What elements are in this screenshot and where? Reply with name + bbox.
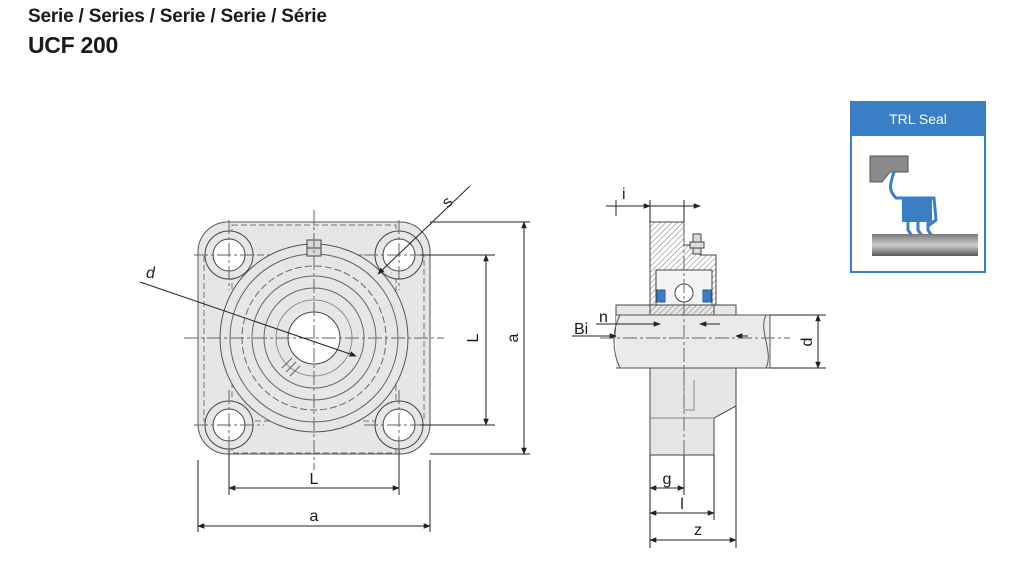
side-dimensions <box>572 200 826 548</box>
label-s: s <box>439 194 457 212</box>
seal-card: TRL Seal <box>850 101 986 273</box>
seal-title: TRL Seal <box>852 103 984 136</box>
label-i: i <box>622 186 626 203</box>
label-L-vertical: L <box>465 333 482 342</box>
label-z: z <box>694 522 702 539</box>
front-view <box>184 210 444 470</box>
model-title: UCF 200 <box>28 32 118 58</box>
label-n: n <box>599 309 608 326</box>
label-L-horizontal: L <box>310 471 319 488</box>
label-l: l <box>680 496 684 513</box>
side-view <box>600 210 790 470</box>
label-a-horizontal: a <box>310 508 319 525</box>
label-d-front: d <box>146 265 156 282</box>
label-a-vertical: a <box>505 333 522 342</box>
label-Bi: Bi <box>574 321 588 338</box>
label-d-side: d <box>799 338 816 347</box>
label-g: g <box>663 471 672 488</box>
seal-illustration <box>869 155 978 256</box>
front-dimensions <box>139 185 530 532</box>
series-title: Serie / Series / Serie / Serie / Série <box>28 6 327 27</box>
